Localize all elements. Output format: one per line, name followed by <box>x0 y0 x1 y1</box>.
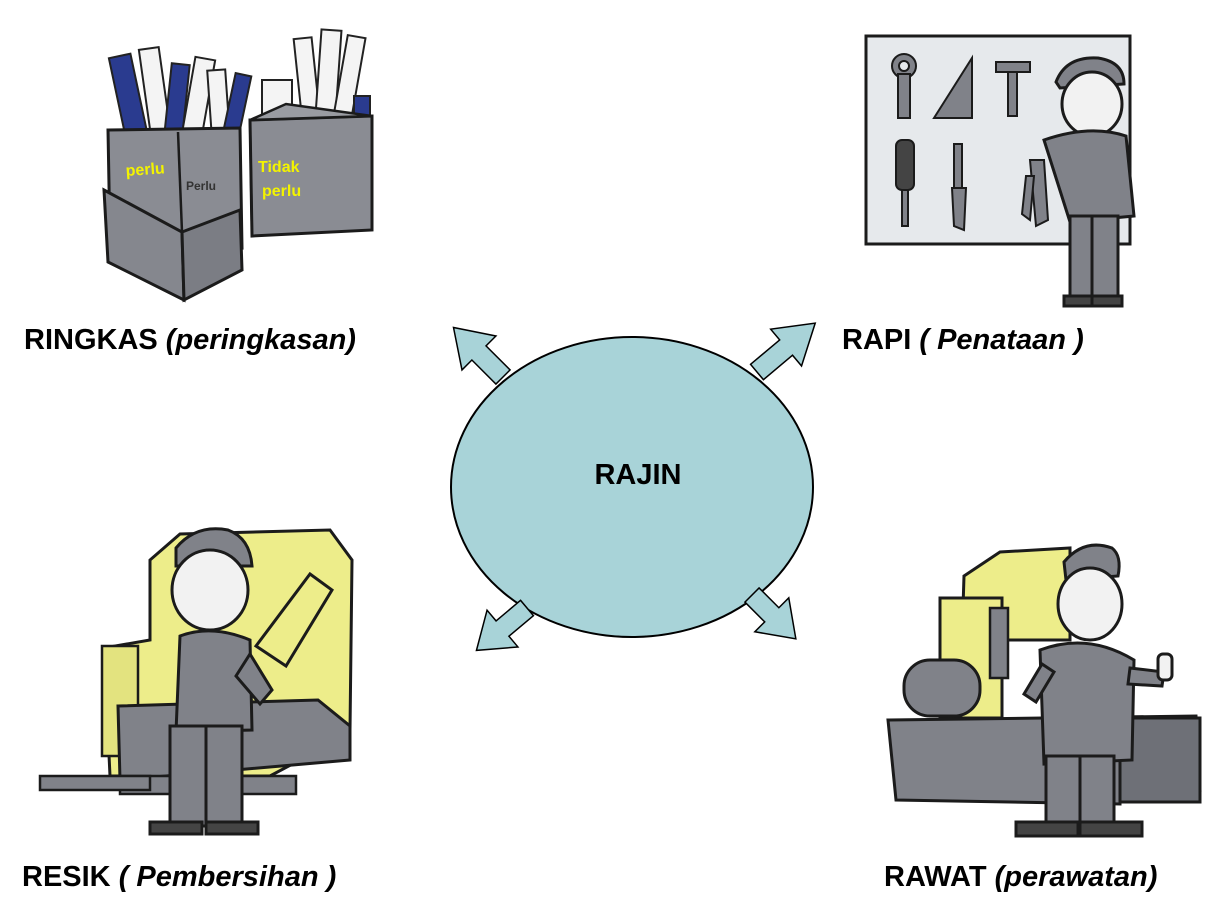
box-label-perlu-2: perlu <box>262 183 301 200</box>
pliers-icon <box>1020 159 1050 228</box>
caption-rawat: RAWAT (perawatan) <box>884 861 1157 894</box>
hammer-icon <box>995 61 1031 117</box>
center-ellipse <box>450 336 814 638</box>
worker-thumbs-up-figure <box>1014 543 1174 838</box>
caption-ringkas-sub: (peringkasan) <box>165 324 356 356</box>
box-print-perlu: Perlu <box>186 179 216 193</box>
sorting-boxes-illustration: perlu Perlu Tidak perlu <box>102 28 374 303</box>
caption-ringkas-main: RINGKAS <box>24 324 158 356</box>
maintained-machine-illustration <box>886 543 1202 838</box>
triangle-ruler-icon <box>932 54 973 119</box>
worker-cleaning-figure <box>148 527 274 836</box>
caption-ringkas: RINGKAS (peringkasan) <box>24 324 356 357</box>
caption-resik-main: RESIK <box>22 861 111 893</box>
cleaning-machine-illustration <box>38 527 354 836</box>
caption-resik-sub: ( Pembersihan ) <box>118 861 337 893</box>
caption-rapi: RAPI ( Penataan ) <box>842 324 1084 357</box>
tool-board-illustration <box>864 34 1136 308</box>
caption-resik: RESIK ( Pembersihan ) <box>22 861 336 894</box>
arrow-down-right <box>743 586 797 640</box>
arrow-up-left <box>452 326 512 386</box>
center-label: RAJIN <box>594 459 681 491</box>
caption-rapi-main: RAPI <box>842 324 912 356</box>
caption-rawat-main: RAWAT <box>884 861 987 893</box>
box-label-tidak: Tidak <box>258 159 300 176</box>
box-label-tidak-perlu: Tidak perlu <box>258 159 304 200</box>
worker-standing-figure <box>1042 56 1136 308</box>
caption-rawat-sub: (perawatan) <box>994 861 1158 893</box>
knife-icon <box>950 143 968 232</box>
screwdriver-icon <box>895 139 915 227</box>
caption-rapi-sub: ( Penataan ) <box>919 324 1084 356</box>
arrow-down-left <box>475 599 535 652</box>
box-label-perlu: perlu <box>125 160 165 180</box>
arrow-up-right <box>749 322 817 381</box>
wrench-icon <box>891 53 917 119</box>
